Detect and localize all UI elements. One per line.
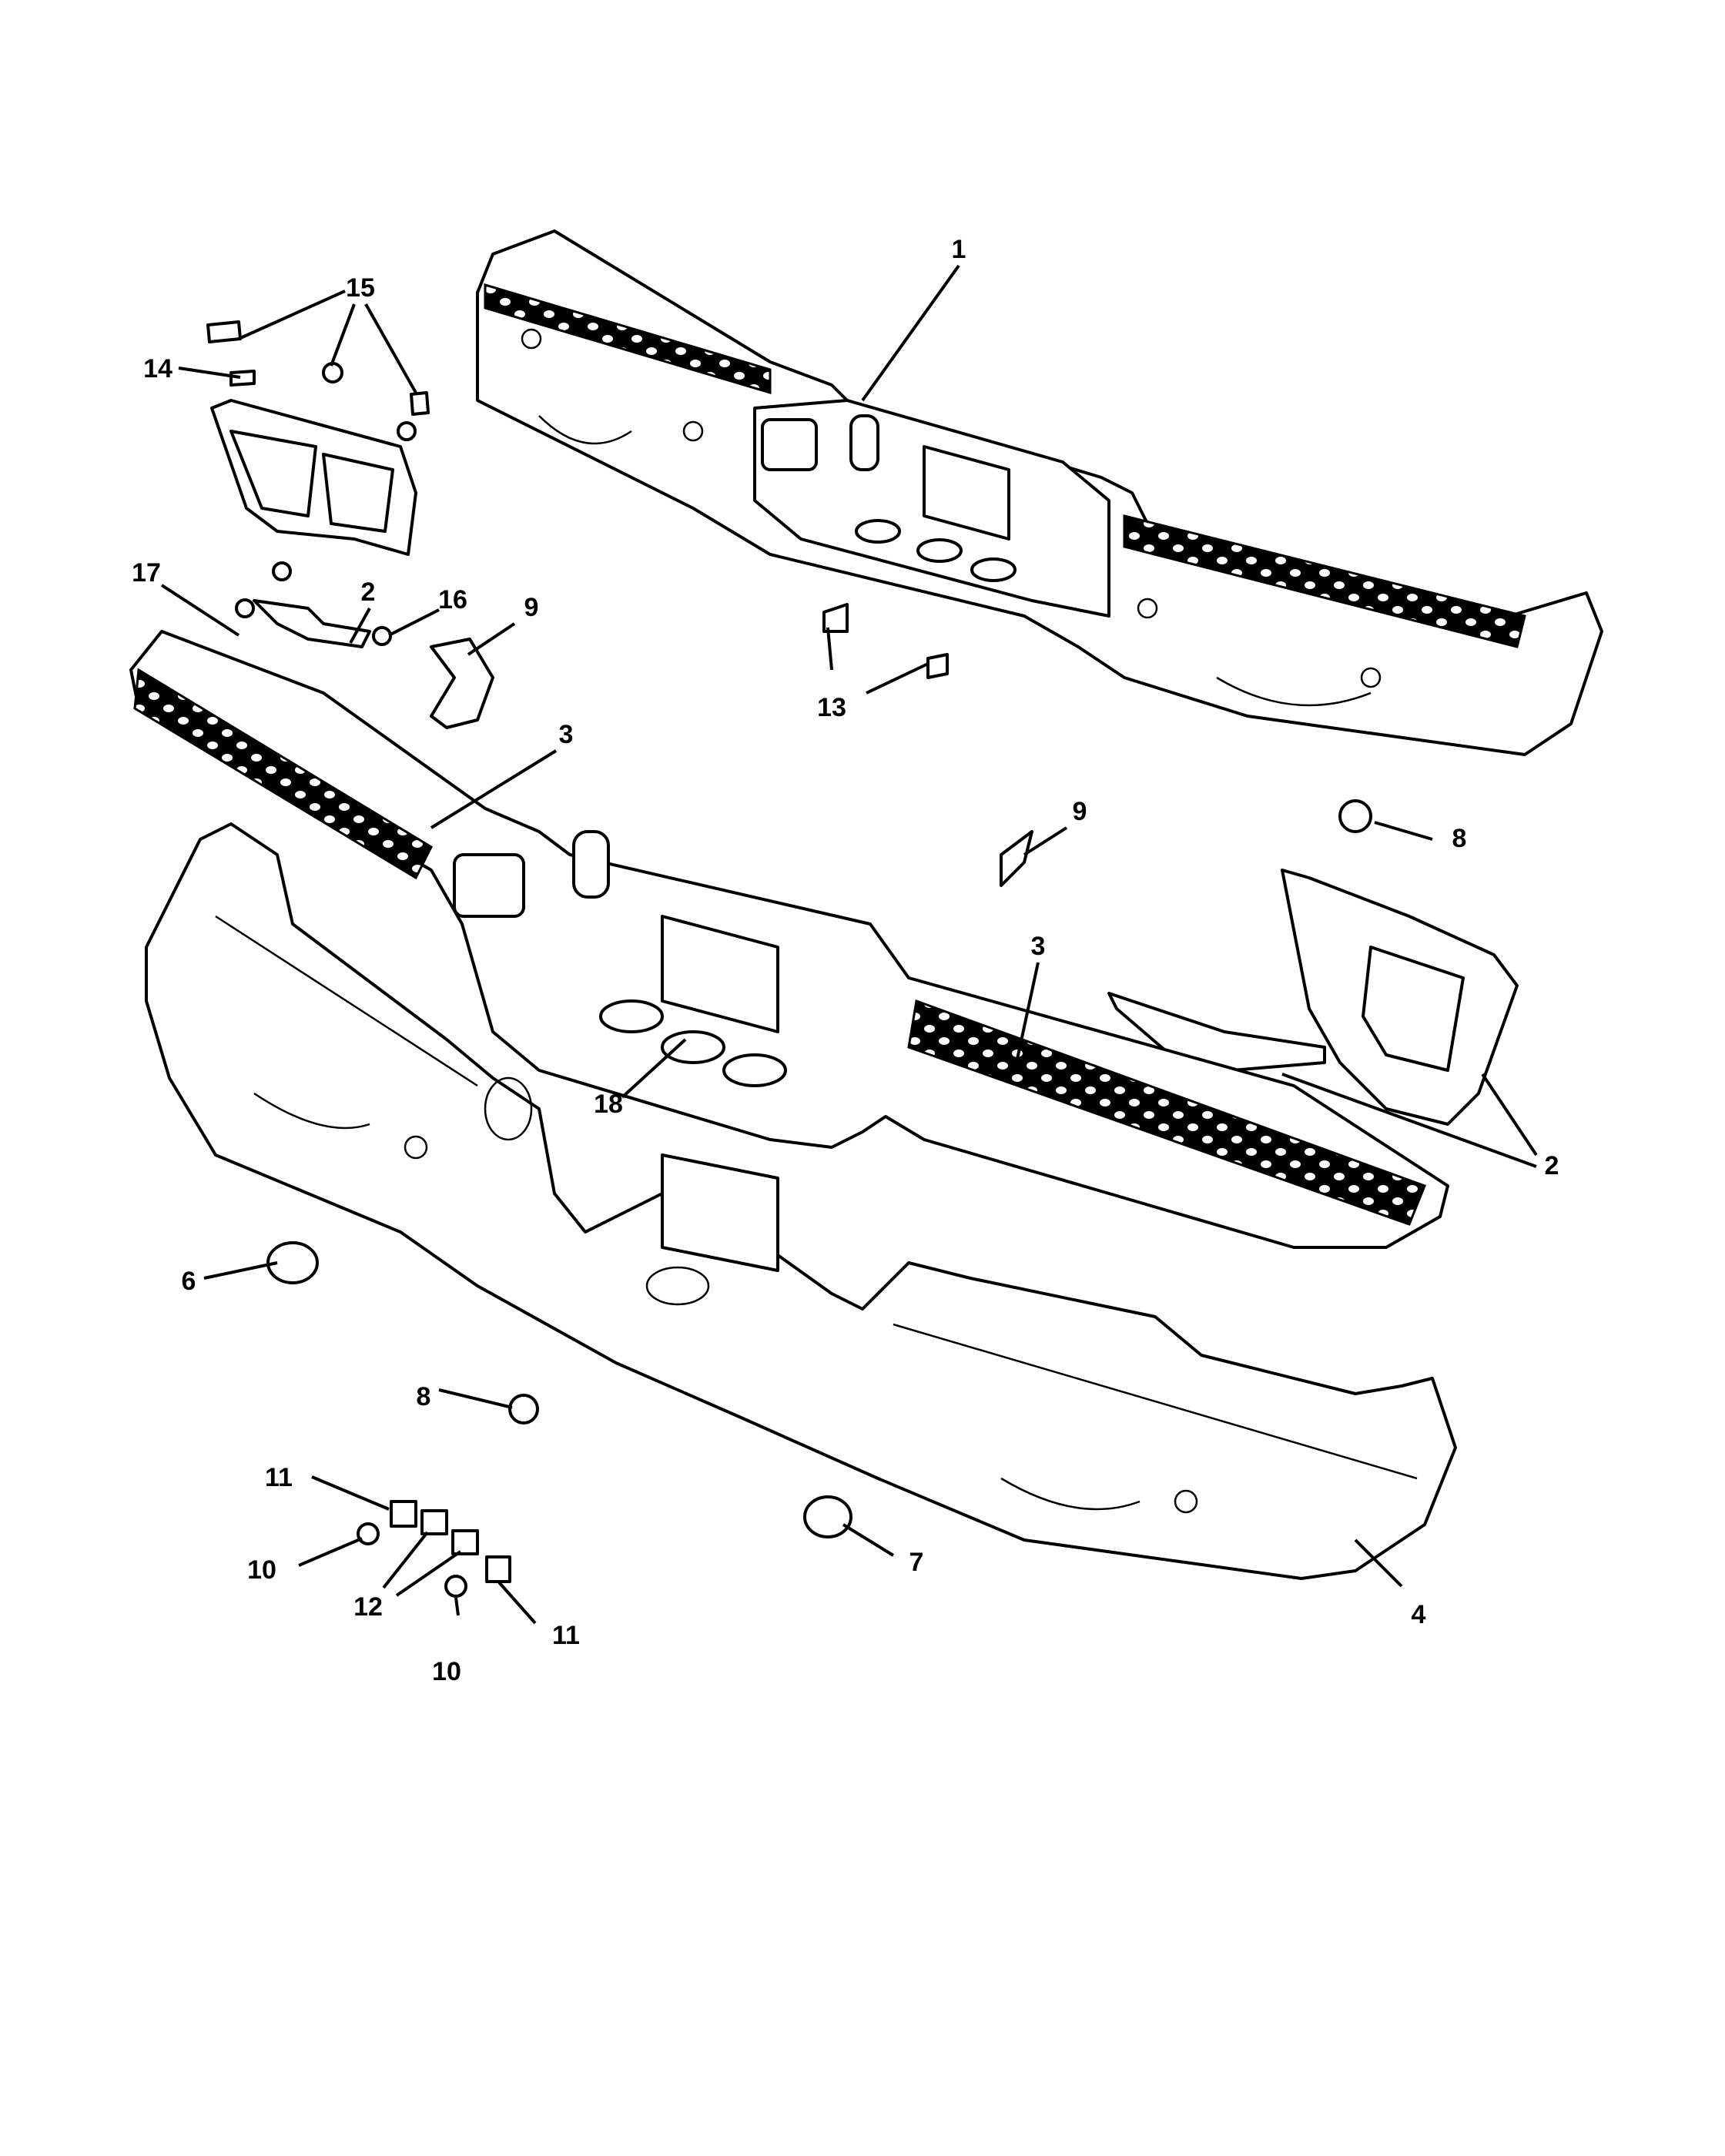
leader-lines xyxy=(160,264,1538,1625)
callout-11a: 11 xyxy=(265,1463,293,1492)
pad-12a xyxy=(420,1509,448,1535)
nut-15b xyxy=(397,421,417,441)
left-mounting-bracket xyxy=(210,399,417,648)
sensor-6 xyxy=(266,1241,319,1284)
callout-11b: 11 xyxy=(552,1621,580,1650)
clip-9a xyxy=(430,638,494,729)
callout-6: 6 xyxy=(182,1267,196,1296)
clip-13b xyxy=(926,653,949,679)
callout-1: 1 xyxy=(952,235,966,264)
clip-9b xyxy=(1000,830,1033,887)
nut-17 xyxy=(235,598,255,618)
callout-16: 16 xyxy=(438,585,467,614)
callout-8a: 8 xyxy=(1452,824,1467,853)
screw-15a xyxy=(206,320,242,343)
center-step-pad xyxy=(129,630,1449,1249)
right-mounting-bracket xyxy=(1107,869,1519,1126)
callout-10b: 10 xyxy=(432,1657,461,1686)
bolt-10a xyxy=(357,1522,380,1545)
pad-12b xyxy=(451,1529,479,1555)
callout-9b: 9 xyxy=(1073,797,1087,826)
callout-18: 18 xyxy=(594,1090,623,1119)
hardware-parts xyxy=(206,320,1372,1598)
callout-12: 12 xyxy=(353,1592,383,1622)
bolt-8a xyxy=(1338,799,1372,833)
bolt-8b xyxy=(508,1394,539,1424)
callout-4: 4 xyxy=(1412,1600,1426,1629)
callout-9a: 9 xyxy=(524,593,539,622)
nut-11a xyxy=(390,1500,417,1528)
upper-bumper-assembly xyxy=(476,229,1603,756)
callout-10a: 10 xyxy=(247,1555,276,1585)
callout-17: 17 xyxy=(132,558,161,588)
callout-3b: 3 xyxy=(1031,932,1046,961)
lower-bumper-shell xyxy=(145,822,1457,1580)
nut-16 xyxy=(372,626,392,646)
callout-2a: 2 xyxy=(361,578,376,607)
callout-2b: 2 xyxy=(1545,1151,1559,1180)
screw-15b xyxy=(410,391,430,416)
callout-8b: 8 xyxy=(417,1382,431,1411)
nut-2 xyxy=(272,561,292,581)
callout-15: 15 xyxy=(346,273,375,303)
callout-7: 7 xyxy=(909,1548,924,1577)
nut-11b xyxy=(485,1555,511,1583)
callout-labels: 1 2 2 3 3 4 6 7 8 8 9 9 10 10 11 11 12 1… xyxy=(132,235,1559,1686)
clip-13a xyxy=(822,603,849,633)
callout-14: 14 xyxy=(143,354,172,383)
sensor-7 xyxy=(803,1495,852,1538)
bolt-10b xyxy=(444,1575,467,1598)
screw-14 xyxy=(229,370,256,387)
callout-13: 13 xyxy=(817,693,846,722)
nut-15 xyxy=(322,362,343,383)
callout-3a: 3 xyxy=(559,720,574,749)
